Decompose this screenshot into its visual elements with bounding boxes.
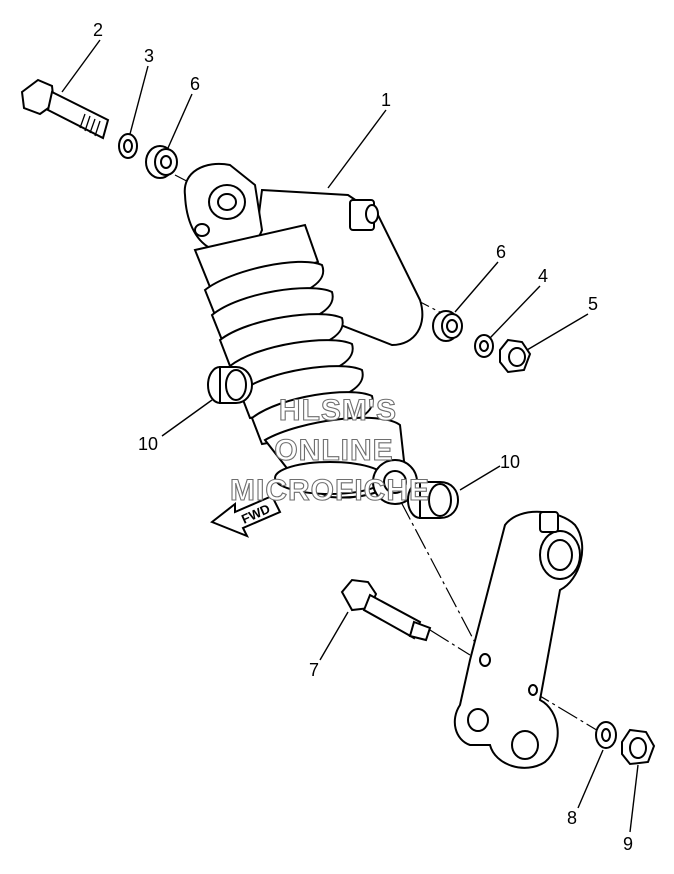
callout-8: 8 bbox=[567, 808, 577, 828]
watermark-line-3: MICROFICHE bbox=[230, 474, 430, 507]
callout-6-right: 6 bbox=[496, 242, 506, 262]
collar-part-6-right bbox=[432, 310, 463, 342]
callout-9: 9 bbox=[623, 834, 633, 854]
washer-part-4 bbox=[474, 334, 494, 358]
watermark-line-1: HLSM'S bbox=[279, 394, 397, 427]
callout-4: 4 bbox=[538, 266, 548, 286]
callout-6-upper: 6 bbox=[190, 74, 200, 94]
leader-lines bbox=[61, 39, 639, 833]
bolt-part-2 bbox=[20, 78, 110, 140]
nut-part-9 bbox=[621, 728, 656, 766]
collar-part-6-upper bbox=[145, 145, 178, 179]
callout-5: 5 bbox=[588, 294, 598, 314]
shock-absorber-part-1 bbox=[183, 162, 424, 505]
callout-1: 1 bbox=[381, 90, 391, 110]
bushing-part-10-right bbox=[407, 481, 460, 519]
callout-10-right: 10 bbox=[500, 452, 520, 472]
washer-part-3 bbox=[118, 133, 138, 159]
callout-3: 3 bbox=[144, 46, 154, 66]
callout-7: 7 bbox=[309, 660, 319, 680]
relay-arm bbox=[453, 510, 584, 769]
callout-2: 2 bbox=[93, 20, 103, 40]
washer-part-8 bbox=[595, 721, 617, 749]
watermark-line-2: ONLINE bbox=[274, 434, 393, 467]
nut-part-5 bbox=[499, 338, 532, 374]
watermark: HLSM'S ONLINE MICROFICHE bbox=[229, 393, 430, 507]
callouts: 2 3 6 1 6 4 5 10 10 7 8 9 bbox=[93, 20, 633, 854]
bushing-part-10-left bbox=[207, 366, 254, 404]
forward-arrow-icon: FWD bbox=[210, 494, 282, 538]
bolt-part-7 bbox=[340, 578, 432, 642]
callout-10-left: 10 bbox=[138, 434, 158, 454]
